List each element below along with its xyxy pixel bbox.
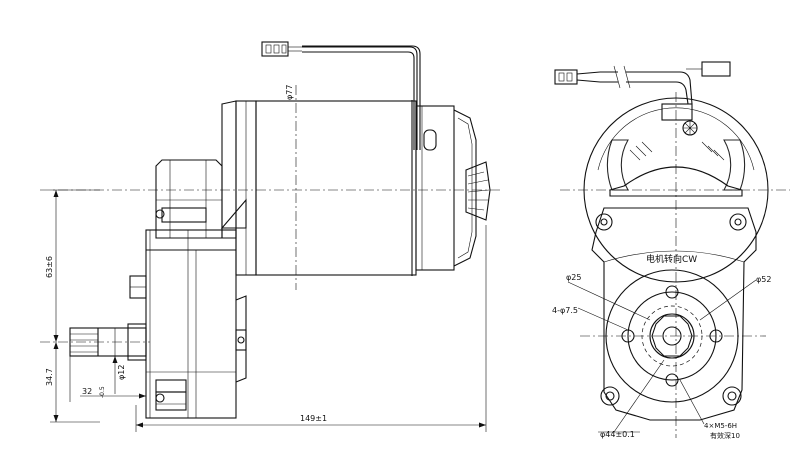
front-leaders (567, 279, 757, 433)
dim-overall-height: 63±6 (45, 256, 54, 278)
dim-shaft-offset: 34.7 (45, 368, 54, 386)
dim-pitch-circle: φ44±0.1 (600, 430, 635, 439)
side-view: φ77 63±6 34.7 φ12 32 -0.5 149±1 (40, 41, 500, 432)
dim-shaft-length-tolerance: -0.5 (99, 386, 106, 398)
gearbox-lower (129, 229, 247, 419)
dim-thread-spec: 4×M5-6H (704, 422, 737, 430)
dim-overall-length: 149±1 (300, 414, 327, 423)
front-view: 电机转向CW φ25 φ52 4-φ7.5 φ44±0.1 4×M5-6H 有效… (552, 61, 790, 440)
dim-shaft-diameter: φ12 (117, 365, 126, 380)
output-shaft (69, 323, 147, 361)
motor-body (221, 100, 491, 276)
dim-shaft-length: 32 (82, 387, 92, 396)
cooling-fan (465, 161, 491, 221)
dim-outer-circle: φ52 (756, 275, 771, 284)
front-gearbox (591, 207, 757, 421)
rotation-direction-label: 电机转向CW (646, 253, 697, 265)
gearbox-upper (155, 159, 247, 239)
side-connector (261, 41, 437, 151)
dim-inner-circle: φ25 (566, 273, 581, 282)
side-dimensions (50, 189, 487, 432)
dim-thread-depth: 有效深10 (710, 431, 740, 440)
dim-motor-diameter: φ77 (285, 85, 294, 100)
dim-mounting-holes: 4-φ7.5 (552, 306, 578, 315)
front-connector (554, 61, 731, 105)
